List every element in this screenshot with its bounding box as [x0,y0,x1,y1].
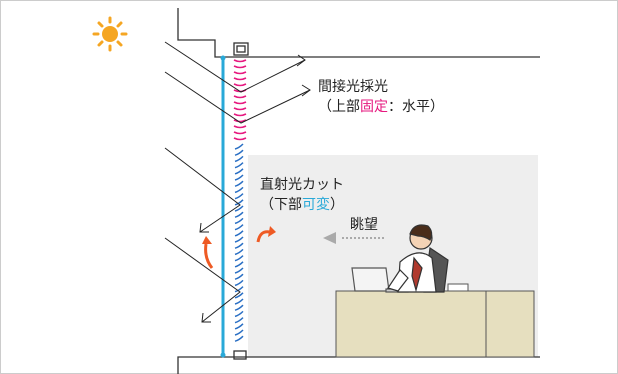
lower-blind-slat [234,261,244,268]
indirect-light-rays [164,41,311,124]
lower-blind-slat [234,236,244,243]
glass-bottom-cap [220,352,226,358]
lower-blind-slat [234,217,244,225]
indirect-detail-rest: ：水平） [388,99,444,115]
view-arrow-head [323,232,336,244]
upper-blind-box-inner [236,45,246,53]
upper-blind-slat [233,83,247,87]
lower-blind-slat [234,286,244,293]
lower-blind-slat [234,174,244,181]
floor-slab [177,356,540,374]
lower-blind-slat [234,304,244,311]
rotate-arrow-inside [256,230,271,243]
upper-blind-slat [233,65,247,69]
lower-blind-slat [234,255,244,262]
upper-blind-slat [233,119,247,123]
lower-blind-slat [234,149,244,156]
desks [335,290,535,358]
lower-blind-slat [234,242,244,249]
direct-ray-2-head [201,312,211,323]
lower-blind-slat [234,168,244,175]
lower-blind-slat [234,155,244,163]
direct-detail-close: ） [330,197,344,213]
lower-blind-slat [234,292,244,299]
lower-variable-blinds [234,143,244,342]
lower-blind-slat [234,267,244,274]
upper-blind-box [233,42,249,56]
lower-blind-slat [234,335,244,342]
lower-blind-slat [234,230,244,237]
worker-arm [387,269,409,292]
direct-ray-2 [164,237,241,323]
upper-blind-slat [233,131,247,135]
lower-blind-slat [234,279,244,287]
upper-fixed-blinds [233,59,247,141]
rotate-arrow-outside-head [202,236,212,244]
upper-blind-slat [233,59,247,63]
lower-blind-slat [234,193,244,200]
desk-front [335,290,487,358]
lower-blind-slat [234,180,244,187]
lower-blind-slat [234,186,244,194]
desk-side [485,290,535,358]
indirect-light-title: 間接光採光 [318,79,388,95]
upper-blind-slat [233,77,247,81]
lower-blind-slat [234,248,244,256]
sun-icon [92,16,128,52]
direct-light-rays [164,147,241,323]
upper-blind-slat [233,101,247,105]
upper-blind-slat [233,107,247,111]
rotation-arrows [204,230,271,269]
worker-hair [409,224,433,241]
lower-blind-slat [234,273,244,280]
rotate-arrow-outside [204,243,214,269]
indirect-light-detail: （上部固定：水平） [318,98,444,116]
direct-light-detail: （下部可変） [260,196,344,214]
desk-phone [447,283,469,292]
lower-blind-slat [234,317,244,324]
upper-blind-slat [233,95,247,99]
fixed-keyword: 固定 [360,99,388,115]
indirect-ray-2-head [301,84,311,97]
lower-blind-box [233,350,247,360]
direct-ray-1 [164,147,241,233]
lower-blind-slat [234,323,244,330]
indirect-detail-open: （上部 [318,99,360,115]
office-worker-icon [387,224,449,293]
direct-ray-1-head [199,222,209,233]
indirect-ray-1-head [296,54,306,67]
direct-light-title: 直射光カット [260,177,344,193]
lower-blind-slat [234,199,244,206]
direct-detail-open: （下部 [260,197,302,213]
lower-blind-slat [234,298,244,305]
upper-blind-slat [233,137,247,141]
lower-blind-slat [234,205,244,212]
worker-tie [411,256,423,293]
view-label: 眺望 [350,217,378,233]
indirect-ray-2 [164,71,311,124]
glass-top-cap [220,55,226,61]
lower-blind-slat [234,329,244,336]
ceiling-slab [177,8,540,58]
lower-blind-slat [234,162,244,169]
indirect-ray-1 [164,41,306,93]
upper-blind-slat [233,71,247,75]
variable-keyword: 可変 [302,197,330,213]
lower-blind-slat [234,211,244,218]
upper-blind-slat [233,113,247,117]
rotate-arrow-inside-head [268,226,276,237]
lower-blind-slat [234,224,244,231]
lower-blind-slat [234,143,244,150]
lower-blind-slat [234,310,244,318]
upper-blind-slat [233,125,247,129]
